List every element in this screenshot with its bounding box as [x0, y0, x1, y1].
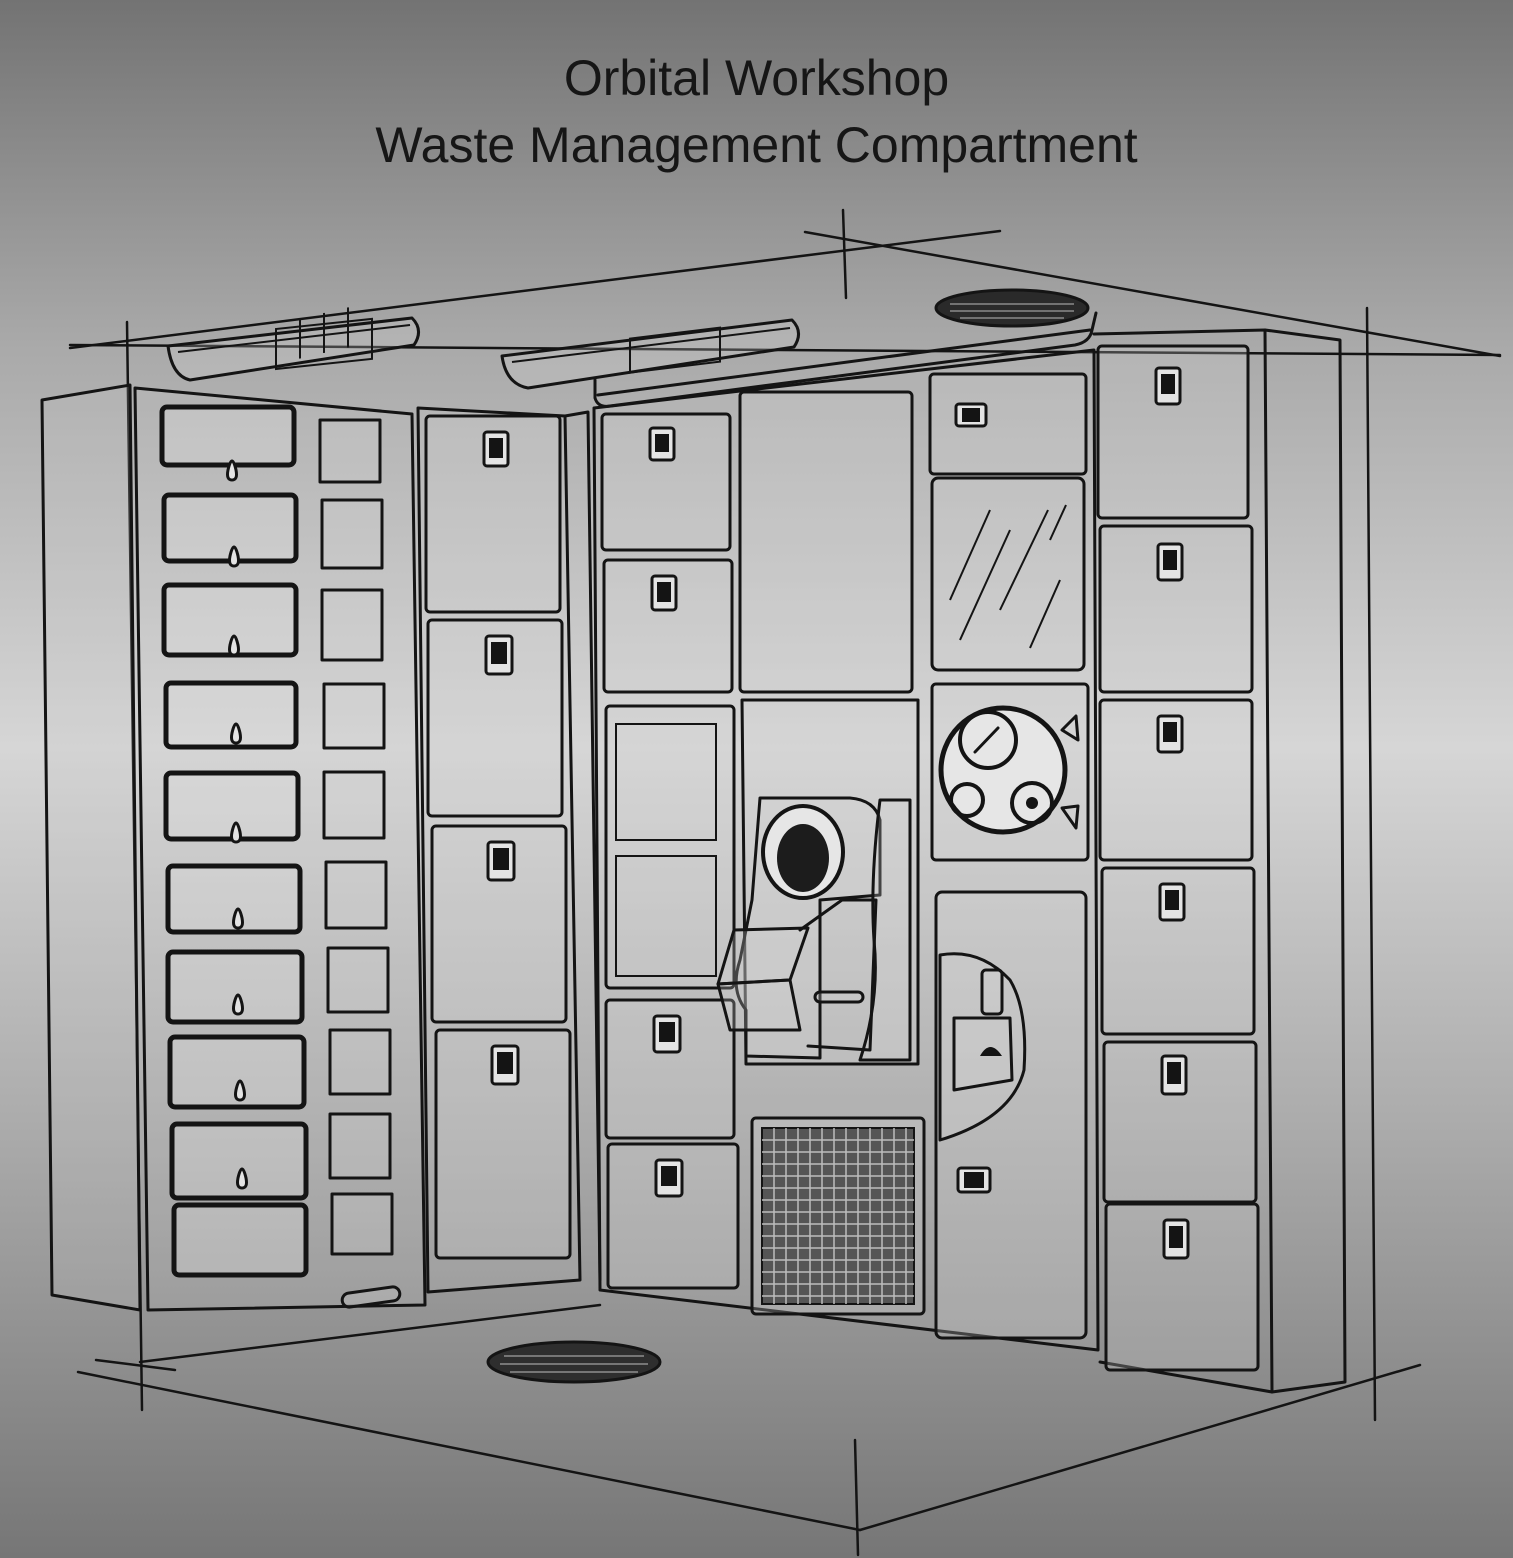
right-wall-cabinets — [1096, 344, 1260, 1372]
drawer-row — [165, 860, 388, 935]
drawer-row — [169, 1112, 392, 1201]
title-line-1: Orbital Workshop — [563, 50, 950, 106]
floor-grille — [750, 1116, 926, 1316]
ceiling-vent-grille — [950, 303, 1074, 319]
drawer-row — [163, 770, 386, 844]
mirror — [930, 476, 1086, 672]
drawer-row — [161, 492, 384, 570]
back-wall-cabinets — [600, 390, 914, 1290]
ceiling-vent — [934, 288, 1090, 328]
utility-panel-dials — [930, 682, 1090, 862]
drawer-row — [161, 582, 384, 662]
left-wall-cabinets — [424, 414, 572, 1260]
ceiling-light-center — [500, 318, 800, 390]
ceiling-light-left — [166, 307, 420, 382]
drawer-row — [171, 1192, 394, 1278]
title-line-2: Waste Management Compartment — [375, 117, 1138, 173]
floor-vent — [486, 1340, 662, 1384]
left-wall-drawers — [159, 404, 402, 1309]
wash-basin — [934, 890, 1088, 1340]
drawer-row — [163, 680, 386, 750]
back-wall — [592, 328, 1347, 1394]
drawer-row — [159, 404, 382, 484]
floor-handle — [340, 1285, 402, 1309]
drawer-row — [165, 946, 390, 1025]
drawer-row — [167, 1028, 392, 1110]
ceiling-rail — [593, 311, 1098, 408]
fecal-urine-collector — [716, 698, 920, 1066]
back-wall-right-column — [928, 372, 1088, 476]
